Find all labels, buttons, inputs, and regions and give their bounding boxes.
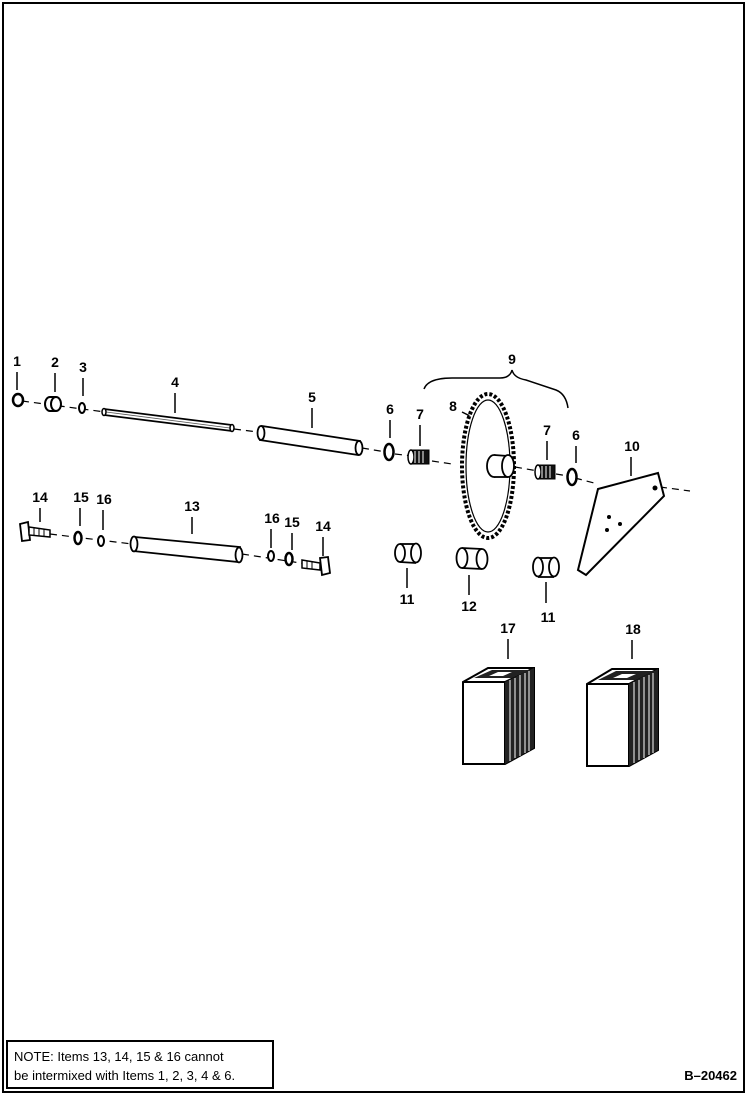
figure-number: B–20462: [684, 1068, 737, 1083]
item-6-ring-left: [383, 442, 395, 462]
item-16-ring-right: [267, 550, 275, 562]
item-9-bracket: [423, 369, 569, 409]
note-line-1: NOTE: Items 13, 14, 15 & 16 cannot: [14, 1049, 224, 1064]
item-11-bushing-right: [532, 556, 560, 578]
item-10-plate: [576, 471, 666, 577]
item-2-spacer: [44, 396, 62, 412]
note-box: NOTE: Items 13, 14, 15 & 16 cannot be in…: [6, 1040, 274, 1089]
callout-1: 1: [13, 353, 21, 369]
item-3-ring: [78, 402, 86, 414]
item-5-tube: [256, 424, 364, 457]
callout-10: 10: [624, 438, 640, 454]
item-15-washer-right: [284, 551, 294, 567]
callout-8: 8: [449, 398, 457, 414]
callout-numbers: 1 2 3 4 5 6 7 8 9 7 6 10 14 15 16 13 16 …: [13, 351, 641, 637]
item-12-bushing: [455, 547, 489, 570]
callout-4: 4: [171, 374, 179, 390]
item-8-sprocket: [460, 392, 516, 540]
leader-lines: [16, 372, 633, 659]
callout-11-right: 11: [541, 609, 556, 625]
item-17-shim-kit: [462, 667, 535, 765]
callout-7-right: 7: [543, 422, 551, 438]
callout-15-right: 15: [284, 514, 300, 530]
callout-18: 18: [625, 621, 641, 637]
item-13-tube: [129, 535, 244, 564]
callout-6-left: 6: [386, 401, 394, 417]
callout-3: 3: [79, 359, 87, 375]
item-1-washer: [11, 392, 25, 408]
callout-5: 5: [308, 389, 316, 405]
callout-6-right: 6: [572, 427, 580, 443]
callout-11-left: 11: [400, 591, 415, 607]
item-7-bearing-left: [407, 449, 430, 465]
item-14-bolt-left: [19, 520, 51, 543]
callout-2: 2: [51, 354, 59, 370]
callout-14-right: 14: [315, 518, 331, 534]
item-7-bearing-right: [534, 464, 556, 480]
item-16-ring-left: [97, 535, 105, 547]
item-4-threaded-rod: [101, 407, 235, 433]
item-6-ring-right: [566, 467, 578, 487]
callout-13: 13: [184, 498, 200, 514]
item-15-washer-left: [73, 530, 83, 546]
note-line-2: be intermixed with Items 1, 2, 3, 4 & 6.: [14, 1068, 236, 1083]
item-18-shim-kit: [586, 668, 659, 767]
upper-axis-line: [21, 400, 691, 492]
callout-15-left: 15: [73, 489, 89, 505]
callout-9: 9: [508, 351, 516, 367]
callout-14-left: 14: [32, 489, 48, 505]
callout-17: 17: [500, 620, 516, 636]
callout-16-left: 16: [96, 491, 112, 507]
callout-16-right: 16: [264, 510, 280, 526]
callout-7-left: 7: [416, 406, 424, 422]
callout-12: 12: [461, 598, 477, 614]
item-14-bolt-right: [301, 555, 331, 577]
item-11-bushing-left: [394, 542, 422, 564]
